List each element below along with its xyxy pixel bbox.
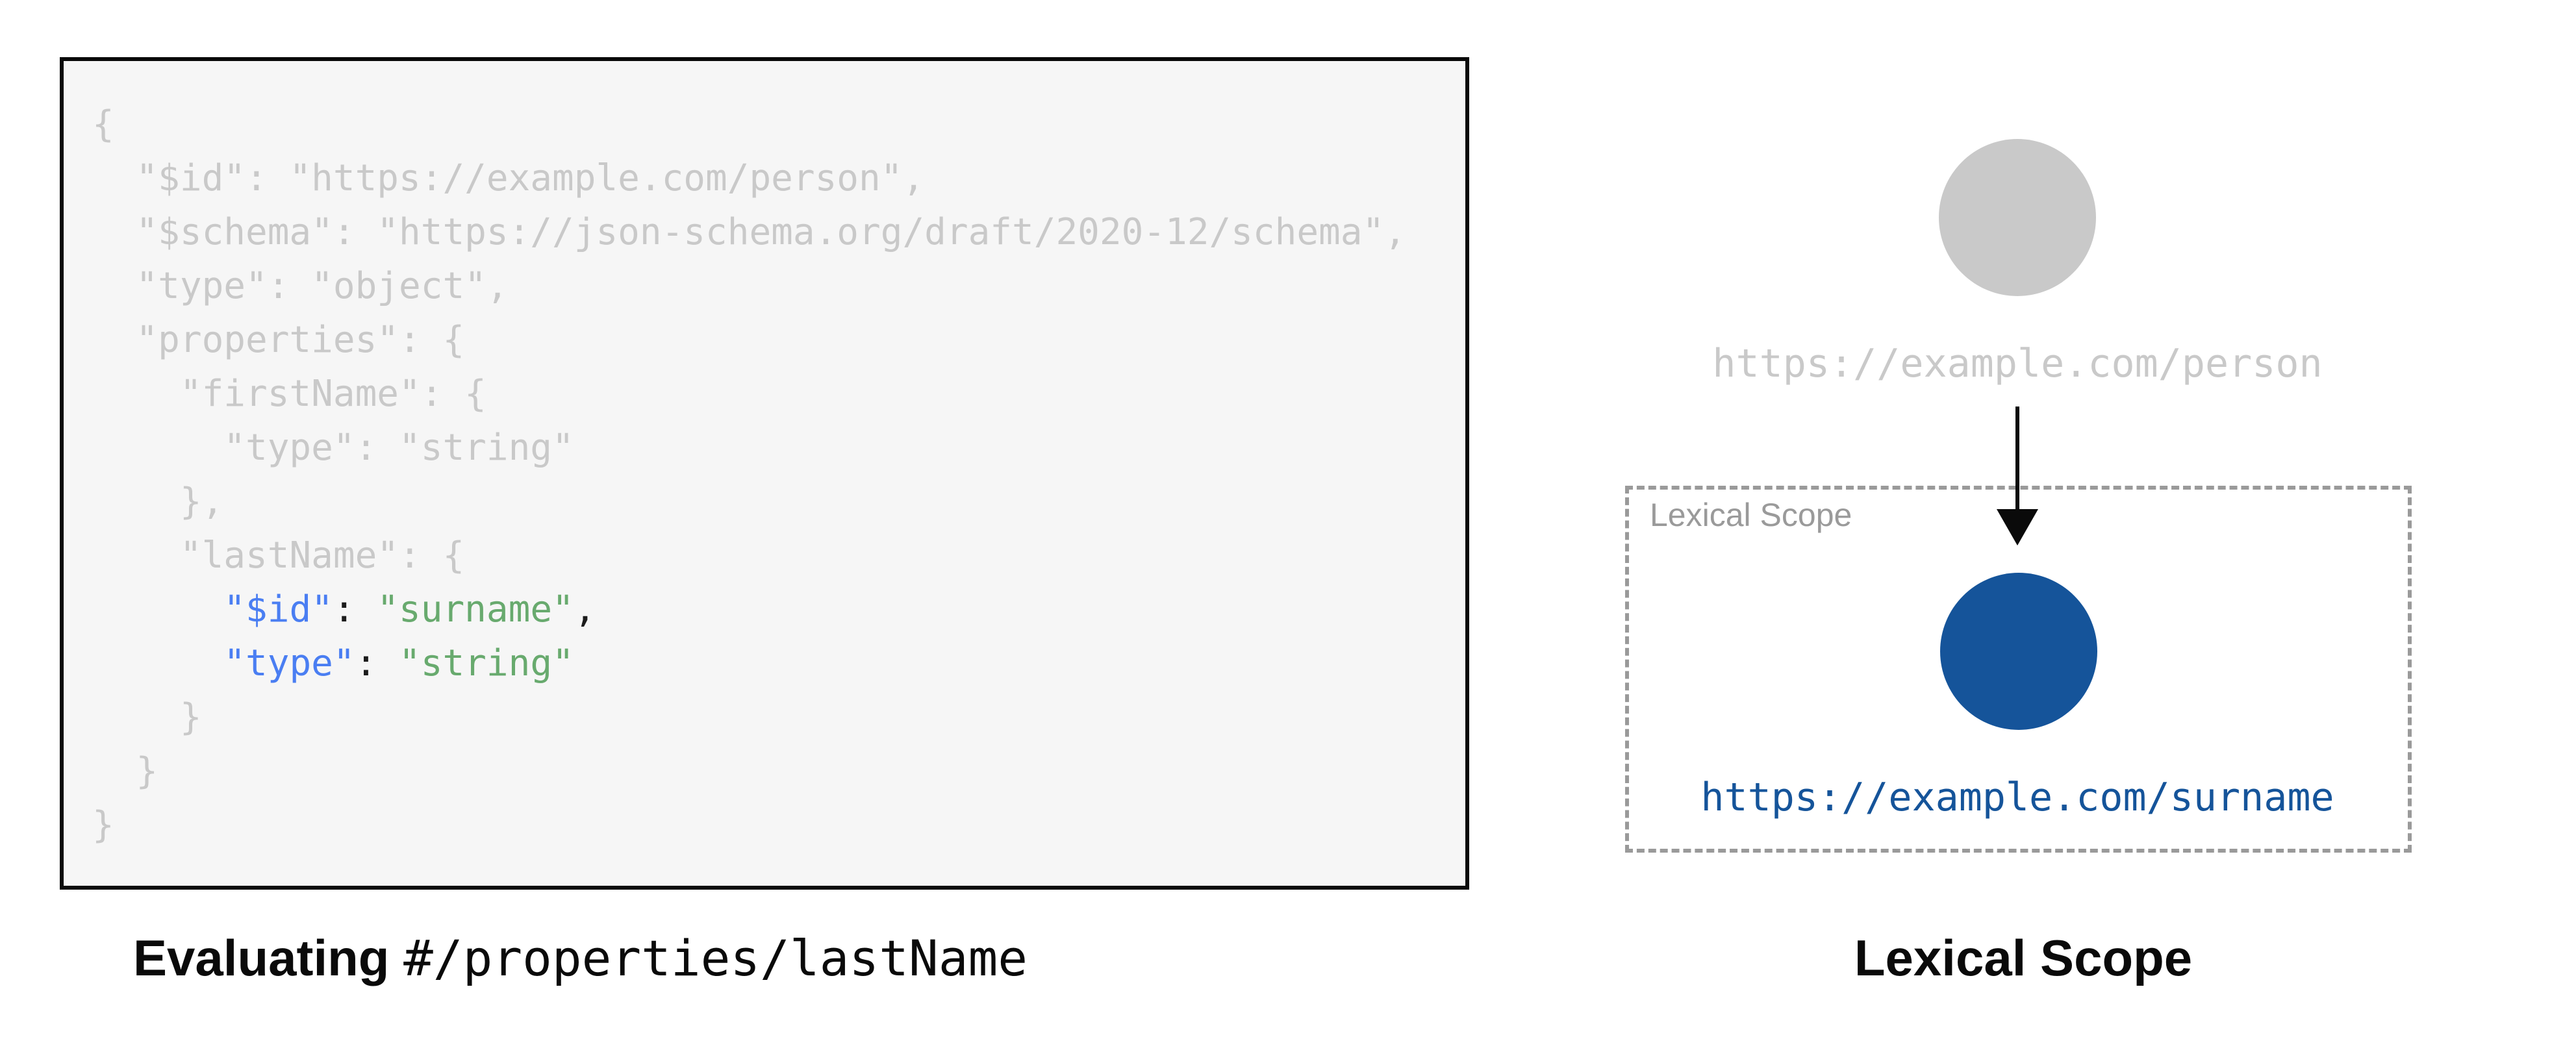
code-line: "type": "string" (92, 427, 574, 469)
caption-evaluating-pointer: #/properties/lastName (403, 929, 1028, 987)
code-line: { (92, 103, 114, 145)
surname-node-circle (1940, 573, 2097, 730)
caption-evaluating-bold: Evaluating (133, 929, 390, 986)
caption-evaluating: Evaluating #/properties/lastName (133, 929, 1028, 988)
code-line: } (92, 804, 114, 846)
person-node-label: https://example.com/person (1712, 341, 2323, 386)
caption-space (389, 929, 403, 986)
code-block: { "$id": "https://example.com/person", "… (64, 61, 1465, 852)
code-line: "lastName": { (92, 534, 465, 577)
lexical-scope-box-label: Lexical Scope (1650, 497, 1852, 533)
code-line: "firstName": { (92, 373, 486, 415)
schema-code-panel: { "$id": "https://example.com/person", "… (60, 57, 1469, 890)
code-line: "type": "object", (92, 265, 509, 307)
person-node-circle (1939, 139, 2096, 296)
code-line: "$id": "https://example.com/person", (92, 157, 925, 199)
code-line: "$schema": "https://json-schema.org/draf… (92, 211, 1406, 253)
code-line: "$id": "surname", (223, 588, 596, 631)
code-line: } (92, 696, 202, 738)
code-line: "type": "string" (223, 642, 574, 684)
code-line: }, (92, 481, 224, 523)
code-line: } (92, 750, 158, 792)
arrow-down-icon (1997, 407, 2038, 545)
code-line: "properties": { (92, 319, 465, 361)
caption-lexical-scope: Lexical Scope (1854, 929, 2193, 986)
surname-node-label: https://example.com/surname (1700, 775, 2334, 820)
